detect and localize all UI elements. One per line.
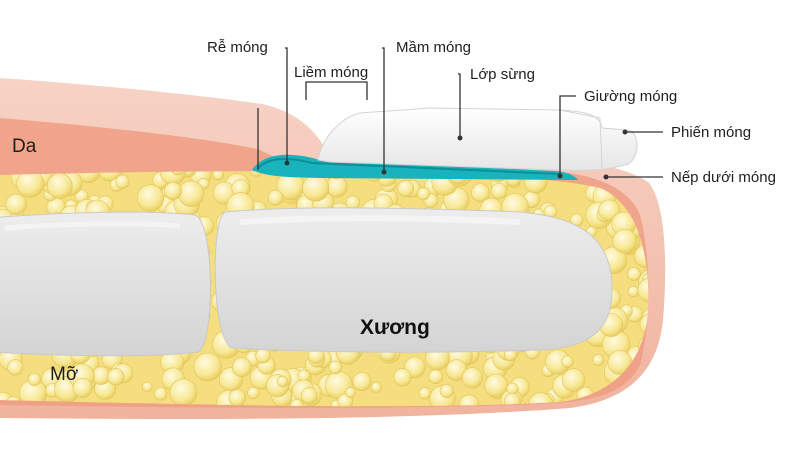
fat-globule — [561, 355, 574, 368]
fat-globule — [439, 383, 454, 398]
fat-globule — [5, 193, 27, 216]
label-re-mong: Rễ móng — [207, 39, 268, 56]
fat-globule — [637, 277, 649, 303]
fat-globule — [115, 174, 130, 189]
fat-globule — [490, 182, 508, 200]
fat-globule — [417, 187, 431, 201]
fat-globule — [458, 394, 480, 407]
fat-globule — [136, 184, 165, 212]
fat-globule — [27, 372, 41, 386]
fat-globule — [107, 368, 125, 386]
leader-lop-sung — [458, 73, 461, 138]
label-lop-sung: Lớp sừng — [470, 66, 535, 83]
fat-globule — [461, 367, 483, 389]
label-giuong-mong: Giường móng — [584, 88, 677, 105]
fat-globule — [654, 166, 664, 176]
fat-globule — [153, 387, 168, 401]
bone-distal — [214, 207, 613, 353]
fat-globule — [212, 171, 224, 181]
label-nep-duoi-mong: Nếp dưới móng — [671, 169, 776, 186]
fat-globule — [97, 171, 124, 182]
fat-globule — [255, 348, 271, 364]
fat-globule — [612, 228, 637, 254]
label-da: Da — [12, 136, 37, 157]
bone-proximal — [0, 211, 211, 357]
fat-globule — [290, 398, 304, 407]
label-xuong: Xương — [360, 316, 430, 339]
fat-globule — [72, 377, 93, 398]
fat-globule — [76, 171, 101, 184]
fat-globule — [46, 172, 73, 199]
fat-globule — [164, 181, 182, 200]
fat-globule — [627, 267, 641, 281]
fat-globule — [249, 171, 264, 177]
nail-plate — [317, 107, 638, 171]
fat-globule — [267, 189, 284, 206]
fat-globule — [561, 368, 586, 392]
fat-globule — [471, 183, 490, 203]
fat-globule — [418, 387, 431, 400]
leader-giuong-mong — [559, 95, 576, 176]
fat-globule — [397, 180, 415, 197]
fat-globule — [142, 381, 153, 393]
label-phien-mong: Phiến móng — [671, 124, 751, 141]
fat-globule — [345, 387, 356, 398]
fat-globule — [302, 174, 330, 202]
fat-globule — [393, 368, 412, 387]
fat-globule — [627, 285, 639, 298]
fat-globule — [177, 180, 205, 208]
leader-re-mong — [285, 47, 288, 163]
fat-globule — [276, 375, 289, 388]
label-liem-mong: Liềm móng — [294, 64, 368, 81]
fat-globule — [592, 354, 605, 367]
leader-mam-mong — [382, 47, 385, 172]
fat-globule — [16, 171, 45, 198]
fat-globule — [370, 381, 382, 393]
fat-globule — [644, 382, 649, 403]
fat-globule — [352, 371, 372, 391]
fat-globule — [247, 386, 260, 400]
fat-globule — [228, 389, 246, 407]
fat-globule — [300, 387, 318, 404]
fat-globule — [7, 359, 24, 376]
label-mo: Mỡ — [50, 364, 78, 385]
fat-globule — [506, 382, 519, 395]
fat-globule — [328, 360, 343, 375]
fat-globule — [231, 357, 252, 378]
leader-liem-mong — [305, 81, 368, 100]
fat-globule — [193, 352, 222, 382]
fat-globule — [169, 378, 198, 407]
fat-globule — [639, 313, 649, 336]
fat-globule — [598, 199, 621, 222]
label-mam-mong: Mầm móng — [396, 39, 471, 56]
leader-lines — [257, 47, 663, 180]
fat-globule — [428, 369, 444, 385]
